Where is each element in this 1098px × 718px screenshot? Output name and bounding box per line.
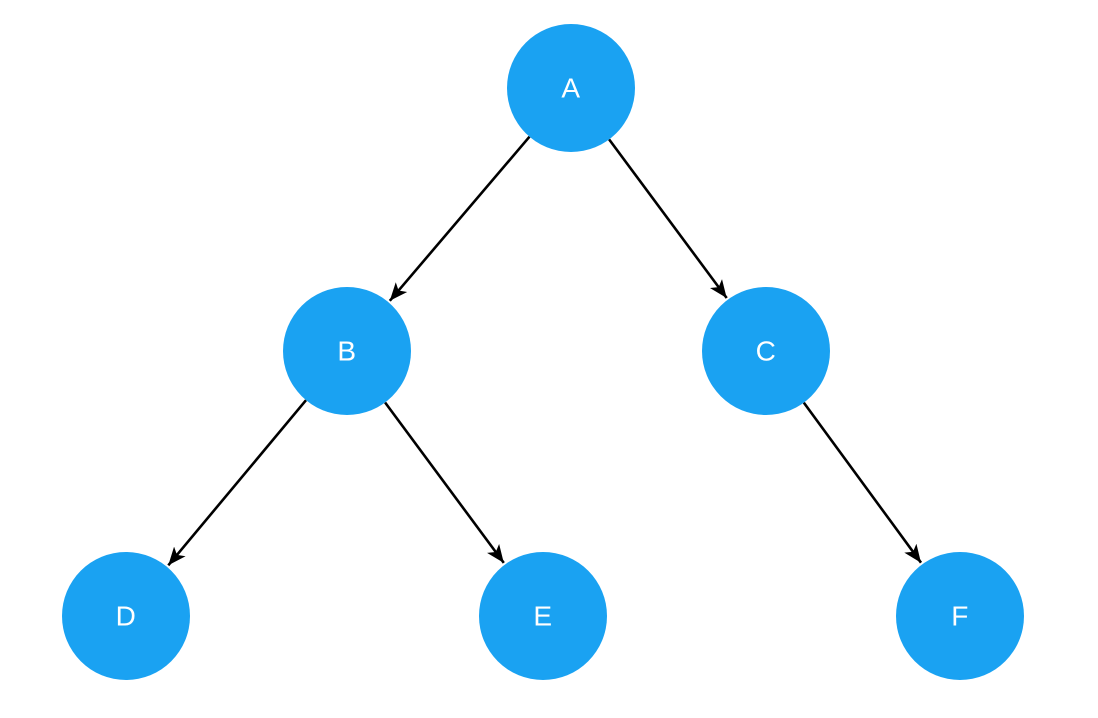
node-f-circle[interactable] bbox=[896, 552, 1024, 680]
edges-layer bbox=[167, 135, 923, 567]
node-c[interactable]: C bbox=[702, 287, 830, 415]
edge-b-to-d[interactable] bbox=[167, 399, 307, 567]
node-a[interactable]: A bbox=[507, 24, 635, 152]
node-d[interactable]: D bbox=[62, 552, 190, 680]
node-a-circle[interactable] bbox=[507, 24, 635, 152]
node-d-circle[interactable] bbox=[62, 552, 190, 680]
node-b[interactable]: B bbox=[283, 287, 411, 415]
nodes-layer: A B C D E F bbox=[62, 24, 1024, 680]
node-b-circle[interactable] bbox=[283, 287, 411, 415]
node-e[interactable]: E bbox=[479, 552, 607, 680]
edge-a-to-c[interactable] bbox=[608, 138, 728, 299]
node-f[interactable]: F bbox=[896, 552, 1024, 680]
edge-c-to-f[interactable] bbox=[802, 401, 923, 564]
edge-a-to-b[interactable] bbox=[388, 135, 531, 302]
edge-b-to-e[interactable] bbox=[384, 401, 505, 564]
node-e-circle[interactable] bbox=[479, 552, 607, 680]
node-c-circle[interactable] bbox=[702, 287, 830, 415]
